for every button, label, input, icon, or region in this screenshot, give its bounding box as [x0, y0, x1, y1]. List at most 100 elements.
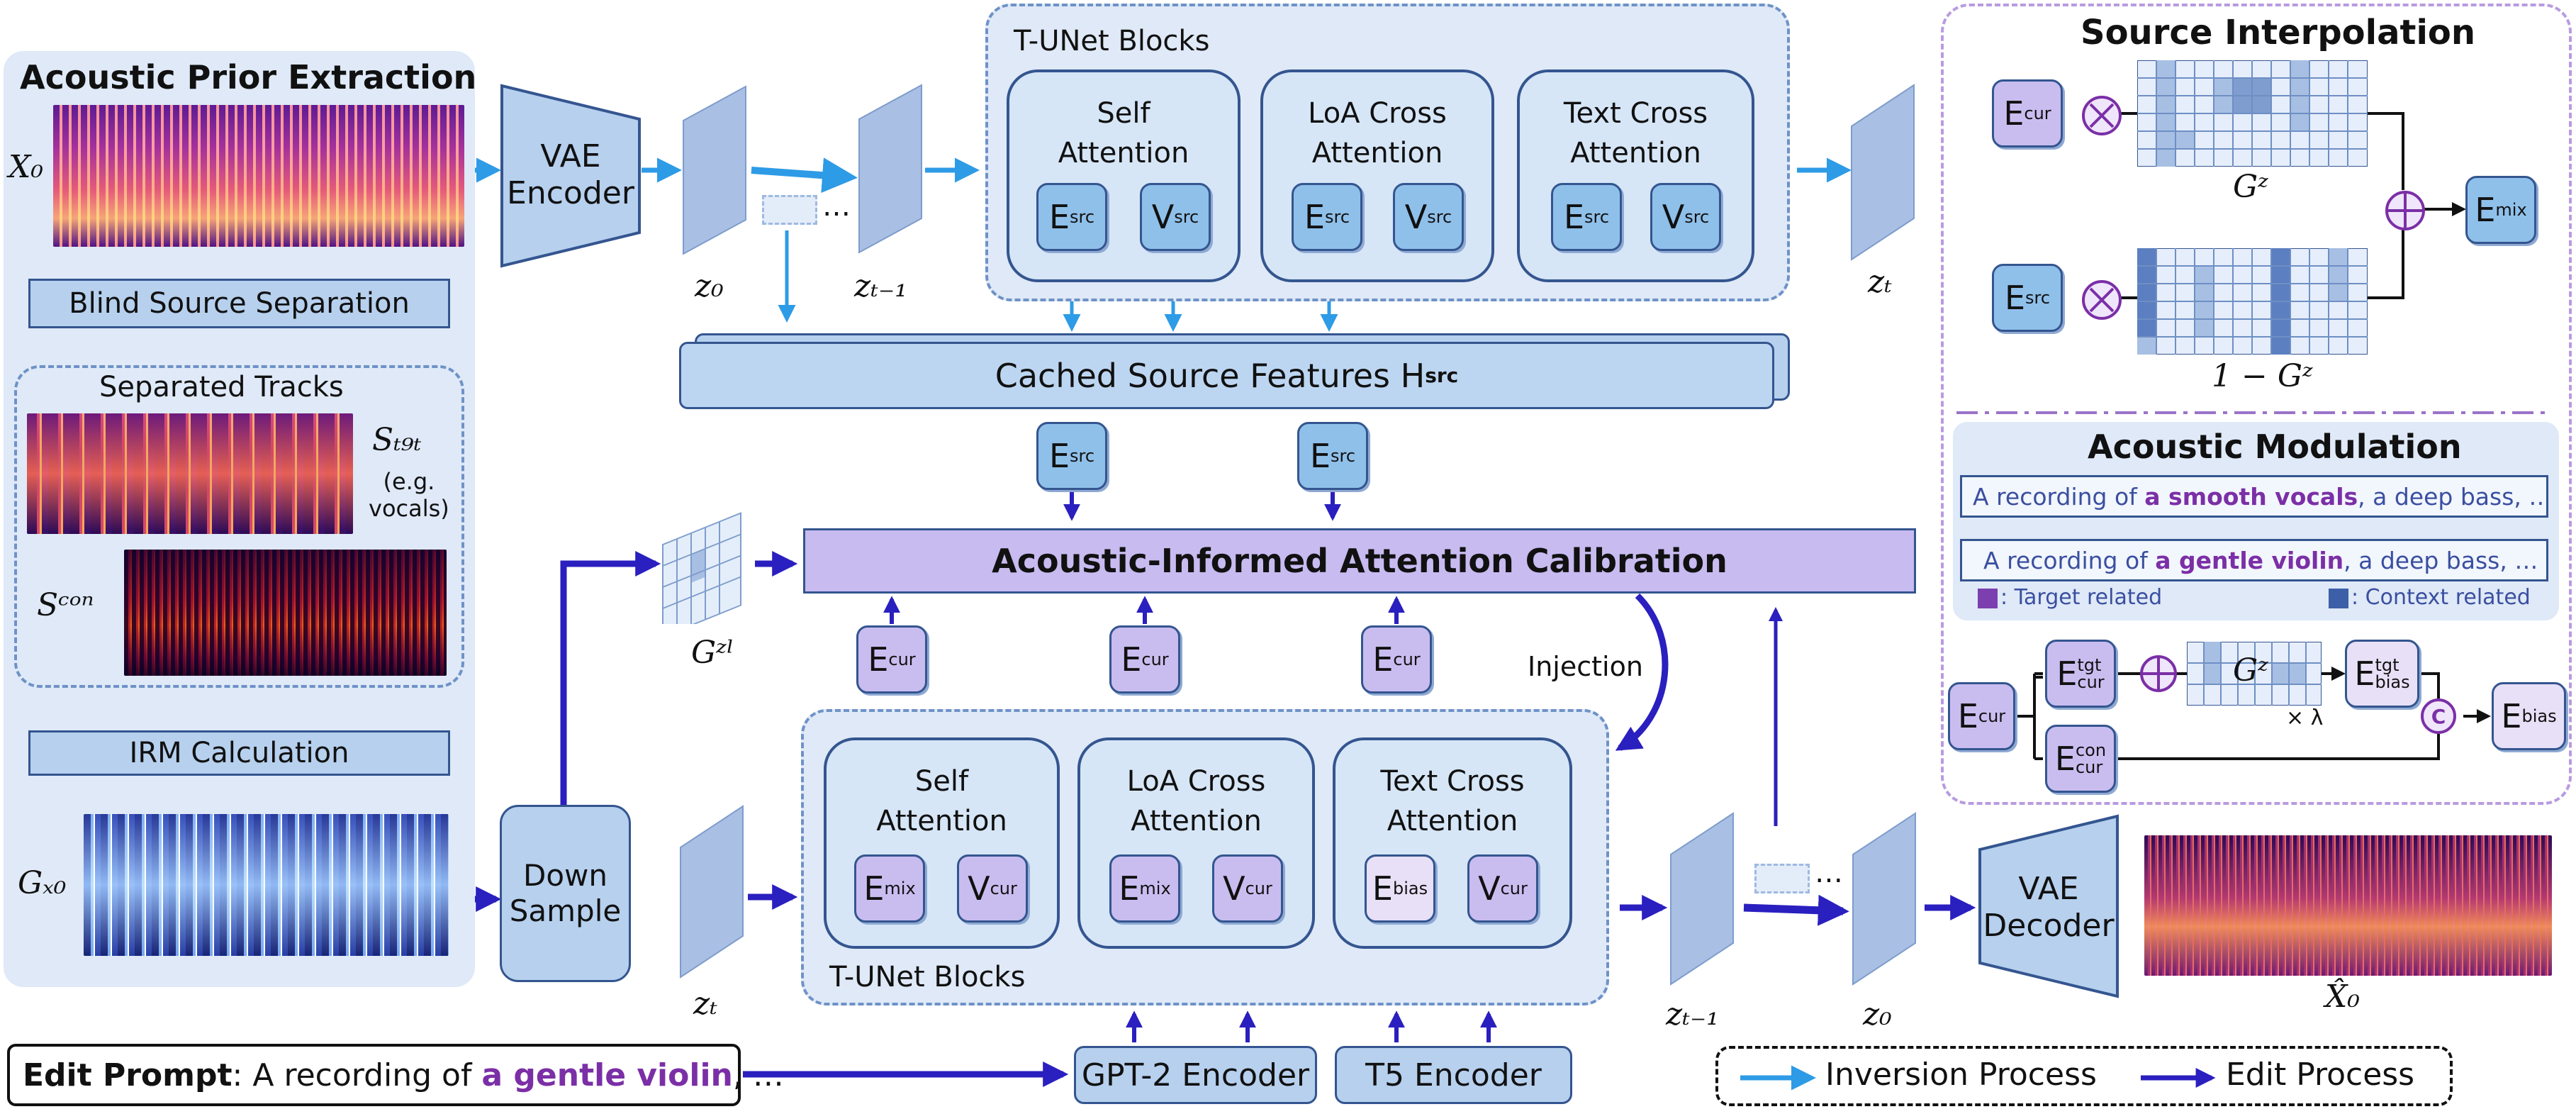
zt-bottom-label: zₜ	[693, 986, 718, 1022]
top-self-attention: Self Attention	[1007, 69, 1241, 282]
attn-label: LoA Cross Attention	[1308, 97, 1447, 169]
s-tgt-note: (e.g. vocals)	[369, 468, 449, 522]
latent-zt-bottom	[680, 805, 744, 979]
one-minus-gz-grid	[2137, 248, 2368, 355]
t5-encoder: T5 Encoder	[1335, 1046, 1572, 1104]
blind-source-separation: Blind Source Separation	[28, 279, 450, 328]
multiply-icon-1	[2082, 96, 2122, 135]
edit-prompt-text: : A recording of	[232, 1057, 482, 1093]
zt1-bottom-label: zₜ₋₁	[1666, 996, 1719, 1032]
edit-prompt-box: Edit Prompt: A recording of a gentle vio…	[7, 1044, 784, 1106]
target-spectrogram	[27, 413, 353, 534]
vae-encoder-shape	[500, 84, 641, 268]
legend-inversion: Inversion Process	[1825, 1057, 2097, 1093]
bottom-tunet-title: T-UNet Blocks	[829, 961, 1026, 993]
legend-edit: Edit Process	[2226, 1057, 2415, 1093]
intermediate-latent-dashed-bottom	[1754, 864, 1810, 893]
acoustic-prior-title: Acoustic Prior Extraction	[20, 58, 477, 96]
attention-calibration: Acoustic-Informed Attention Calibration	[803, 528, 1916, 594]
gx0-label: Gₓ₀	[18, 865, 67, 901]
separated-tracks-box	[14, 365, 464, 688]
latent-zt1-bottom	[1670, 812, 1734, 986]
z0-bottom-label: z₀	[1863, 996, 1892, 1032]
irm-mask-image	[84, 814, 449, 956]
legend-arrows	[1740, 1065, 2216, 1091]
source-interpolation-title: Source Interpolation	[2081, 13, 2476, 52]
add-icon-si	[2385, 191, 2425, 230]
separated-tracks-title: Separated Tracks	[99, 371, 344, 403]
top-text-cross-attention: Text Cross Attention	[1517, 69, 1754, 282]
attn-label: Self Attention	[1058, 97, 1189, 169]
latent-z0-bottom	[1852, 812, 1916, 986]
attn-label: Text Cross Attention	[1563, 97, 1708, 169]
target-caption: A recording of a gentle violin, a deep b…	[1960, 539, 2548, 581]
s-tgt-label: Sₜ₉ₜ	[372, 422, 422, 458]
ellipsis-bottom: …	[1815, 857, 1843, 889]
gzl-grid	[662, 512, 741, 624]
source-caption: A recording of a smooth vocals, a deep b…	[1960, 475, 2548, 518]
edit-prompt-highlight: a gentle violin	[481, 1057, 733, 1093]
context-legend-label: : Context related	[2351, 585, 2531, 610]
acoustic-modulation-title: Acoustic Modulation	[2088, 428, 2462, 466]
legend-box	[1715, 1046, 2453, 1106]
gzl-label: Gᶻˡ	[691, 635, 734, 671]
injection-label: Injection	[1528, 651, 1643, 682]
latent-zt-top	[1851, 84, 1915, 261]
x0hat-label: X̂₀	[2325, 979, 2360, 1015]
gz-grid	[2137, 60, 2368, 167]
ellipsis-top: …	[822, 190, 851, 223]
target-legend-label: : Target related	[2000, 585, 2163, 610]
lambda-label: × λ	[2286, 706, 2324, 730]
vae-decoder-label: VAE Decoder	[1983, 871, 2115, 944]
attn-label: LoA Cross Attention	[1126, 765, 1266, 837]
input-spectrogram	[53, 105, 464, 247]
latent-zt1-top	[858, 84, 922, 254]
irm-calculation: IRM Calculation	[28, 730, 450, 776]
intermediate-latent-dashed	[762, 195, 817, 225]
am-gz-grid	[2187, 642, 2322, 706]
acoustic-modulation-panel	[1953, 422, 2559, 620]
vae-encoder-label: VAE Encoder	[507, 138, 634, 211]
top-tunet-title: T-UNet Blocks	[1014, 25, 1210, 57]
am-gz-label: Gᶻ	[2233, 652, 2268, 689]
gpt2-encoder: GPT-2 Encoder	[1074, 1046, 1317, 1104]
edit-prompt-label: Edit Prompt	[23, 1057, 233, 1093]
s-con-label: Sᶜᵒⁿ	[37, 587, 94, 623]
one-minus-gz-label: 1 − Gᶻ	[2212, 358, 2313, 394]
z0-top-label: z₀	[695, 268, 724, 304]
top-loa-cross-attention: LoA Cross Attention	[1260, 69, 1494, 282]
inversion-arrows	[468, 157, 1852, 332]
edit-prompt-tail: , …	[732, 1057, 784, 1093]
output-spectrogram	[2144, 835, 2552, 976]
context-legend-swatch	[2329, 589, 2348, 608]
context-spectrogram	[124, 550, 447, 676]
latent-z0-top	[683, 85, 746, 255]
multiply-icon-2	[2082, 280, 2122, 320]
attn-label: Text Cross Attention	[1380, 765, 1525, 837]
